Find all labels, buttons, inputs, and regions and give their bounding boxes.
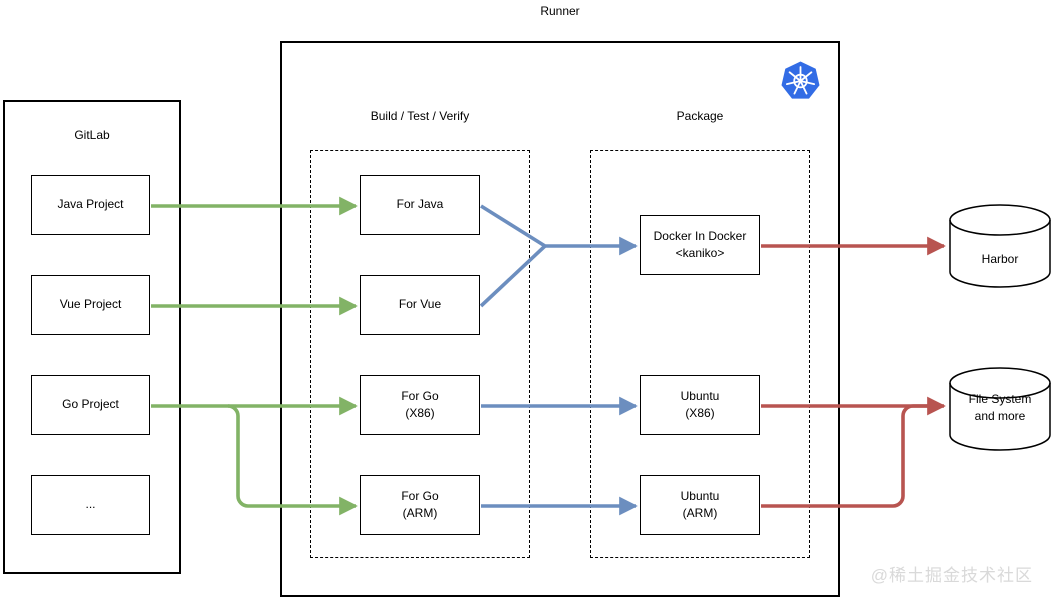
harbor-label: Harbor	[981, 252, 1019, 266]
node-more-projects: ...	[31, 475, 150, 535]
package-section	[590, 150, 810, 558]
node-ubuntu-arm: Ubuntu (ARM)	[640, 475, 760, 535]
node-docker-in-docker: Docker In Docker <kaniko>	[640, 215, 760, 275]
package-section-label: Package	[676, 109, 724, 123]
node-for-go-arm: For Go (ARM)	[360, 475, 480, 535]
diagram-title: Runner	[540, 4, 580, 18]
build-section-label: Build / Test / Verify	[370, 109, 470, 123]
filesystem-label: File System and more	[968, 392, 1032, 424]
node-java-project: Java Project	[31, 175, 150, 235]
node-for-java: For Java	[360, 175, 480, 235]
node-vue-project: Vue Project	[31, 275, 150, 335]
gitlab-container	[3, 100, 181, 574]
node-for-vue: For Vue	[360, 275, 480, 335]
node-go-project: Go Project	[31, 375, 150, 435]
build-section	[310, 150, 530, 558]
runner-container	[280, 41, 840, 597]
watermark: @稀土掘金技术社区	[870, 566, 1033, 585]
node-for-go-x86: For Go (X86)	[360, 375, 480, 435]
harbor-cylinder	[949, 204, 1051, 288]
gitlab-label: GitLab	[74, 128, 110, 142]
node-ubuntu-x86: Ubuntu (X86)	[640, 375, 760, 435]
